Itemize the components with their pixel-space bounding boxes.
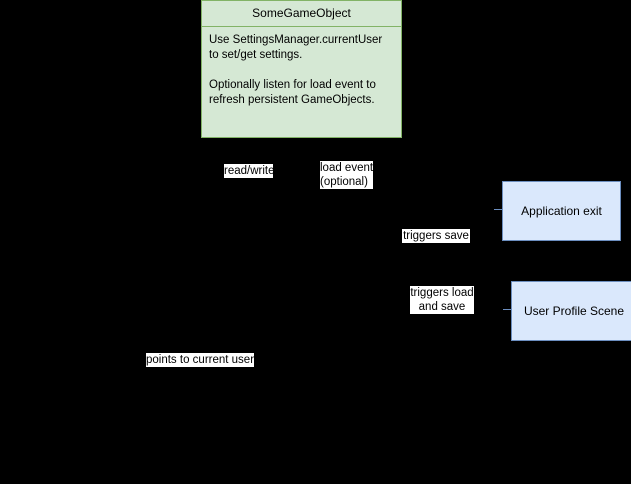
edge-label-triggers-save-text: triggers save bbox=[403, 230, 469, 242]
edge-label-read-write: read/write bbox=[224, 164, 273, 178]
node-user-profile-scene-label: User Profile Scene bbox=[523, 304, 625, 318]
body-line-4: refresh persistent GameObjects. bbox=[209, 94, 375, 106]
node-some-game-object-body: Use SettingsManager.currentUser to set/g… bbox=[202, 27, 401, 108]
edge-label-triggers-save: triggers save bbox=[402, 229, 470, 243]
body-line-1: Use SettingsManager.currentUser bbox=[209, 34, 383, 46]
node-some-game-object[interactable]: SomeGameObject Use SettingsManager.curre… bbox=[201, 0, 402, 138]
edge-label-triggers-load-and-save: triggers load and save bbox=[410, 286, 474, 314]
edge-label-points-to-current-user: points to current user bbox=[146, 353, 254, 367]
edge-label-points-to-current-user-text: points to current user bbox=[146, 354, 254, 366]
edge-stub-user-profile-scene bbox=[503, 309, 512, 310]
body-line-3: Optionally listen for load event to bbox=[209, 79, 376, 91]
node-application-exit-label: Application exit bbox=[521, 204, 602, 218]
edge-label-load-event-line-2: (optional) bbox=[320, 176, 368, 188]
edge-label-read-write-text: read/write bbox=[224, 165, 273, 177]
node-application-exit[interactable]: Application exit bbox=[502, 181, 621, 241]
edge-label-load-event-line-1: load event bbox=[320, 162, 373, 174]
edge-label-load-event: load event (optional) bbox=[320, 161, 373, 189]
node-some-game-object-title: SomeGameObject bbox=[202, 1, 401, 27]
edge-label-triggers-load-and-save-line-1: triggers load bbox=[410, 287, 474, 299]
body-line-2: to set/get settings. bbox=[209, 49, 303, 61]
edge-label-triggers-load-and-save-line-2: and save bbox=[418, 301, 466, 313]
edge-stub-application-exit bbox=[494, 209, 503, 210]
node-user-profile-scene[interactable]: User Profile Scene bbox=[511, 281, 631, 341]
